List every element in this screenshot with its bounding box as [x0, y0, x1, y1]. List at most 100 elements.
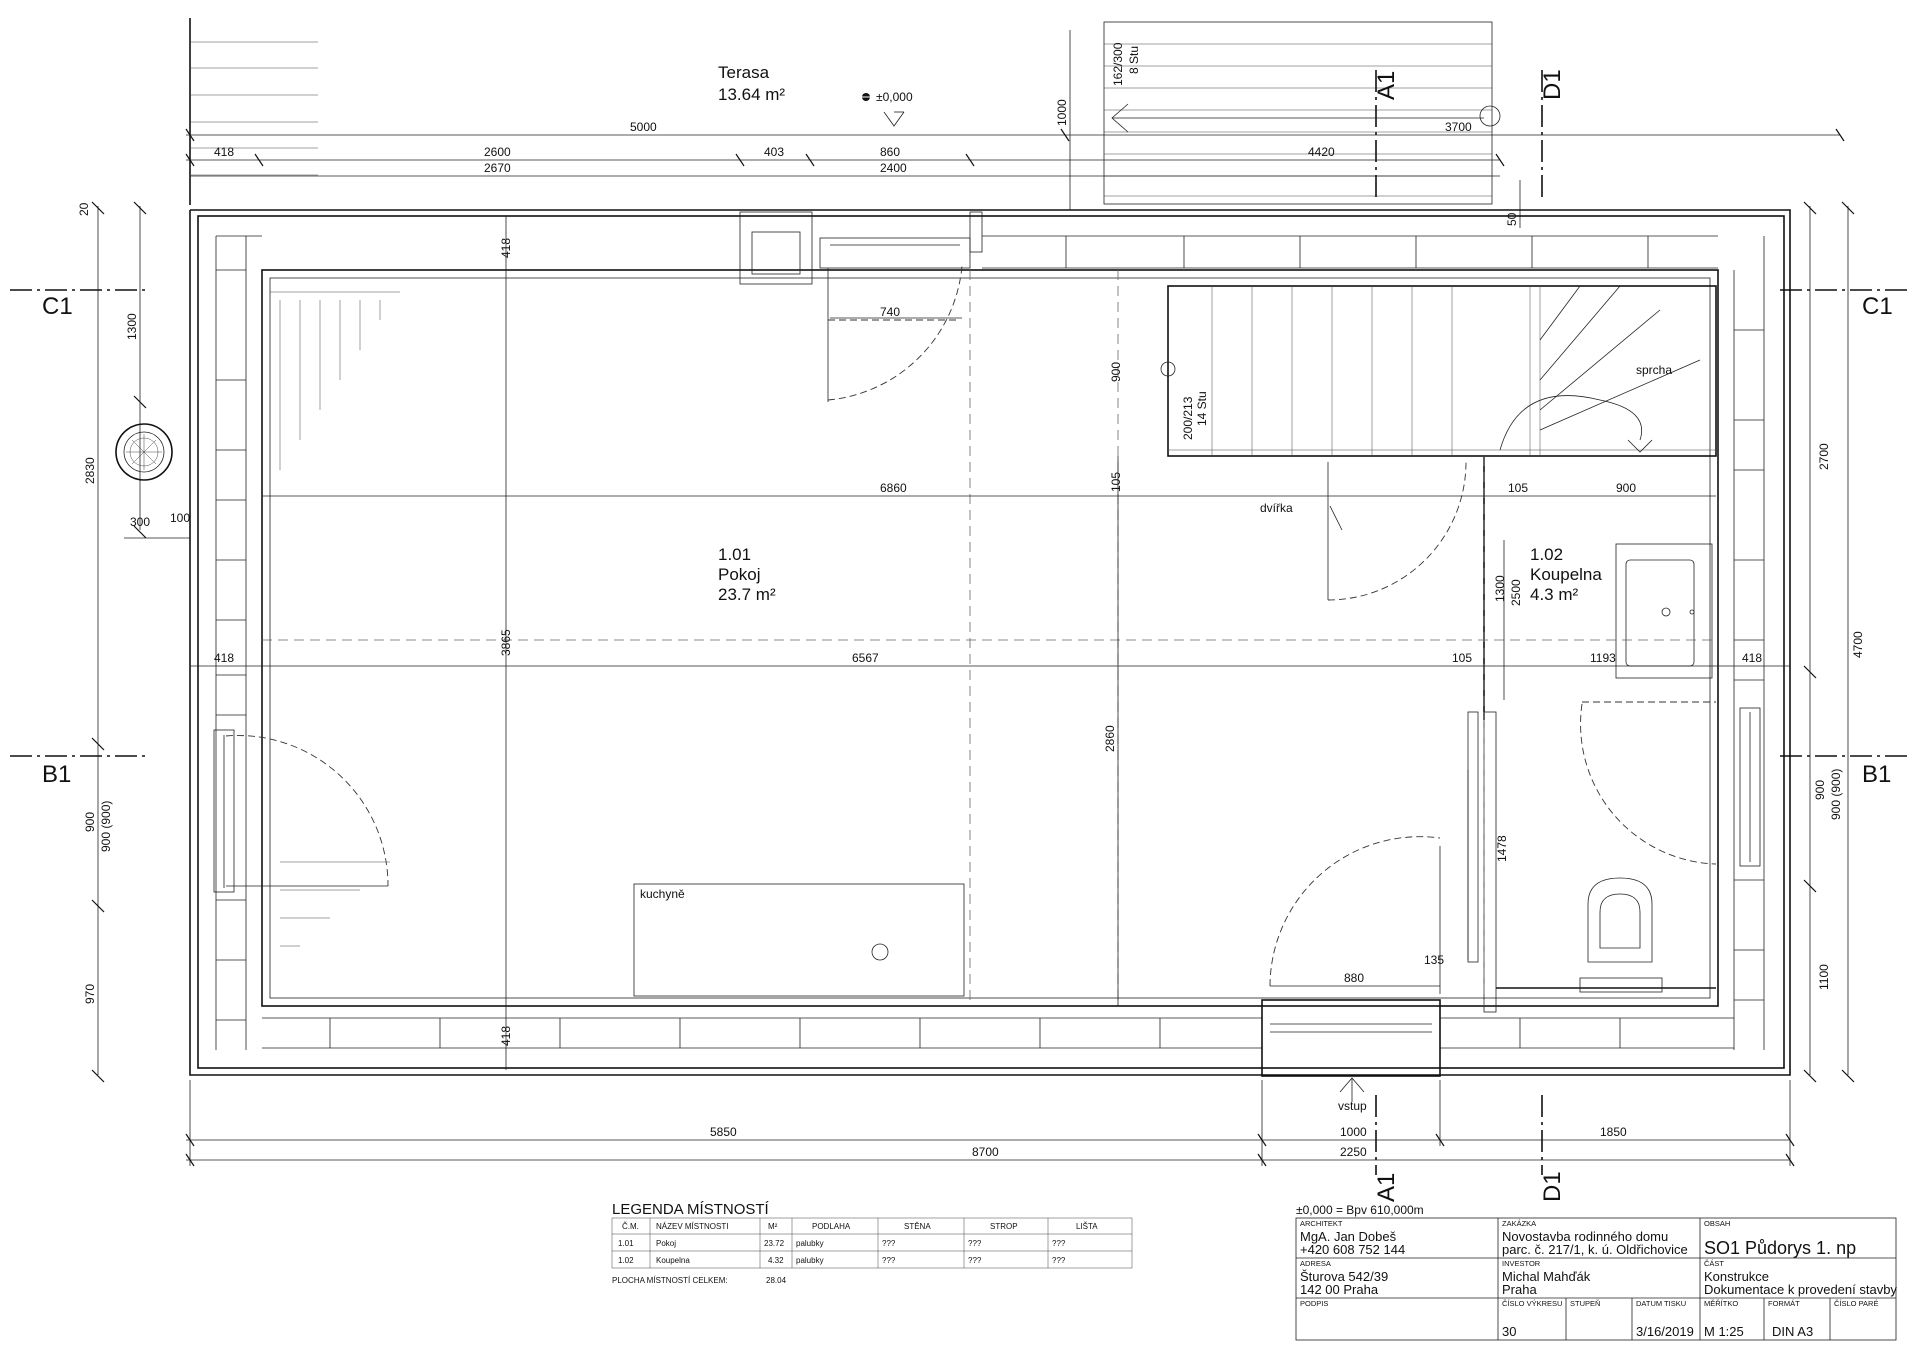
dim-6567: 6567: [852, 651, 879, 665]
legend-total-value: 28.04: [766, 1276, 787, 1285]
bottom-dimensions: 5850 1000 1850 8700 2250 vstup: [185, 1077, 1795, 1167]
legend-h-no: Č.M.: [622, 1222, 639, 1231]
tb-architect-name: MgA. Jan Dobeš: [1300, 1229, 1397, 1244]
dim-105-c: 105: [1452, 651, 1472, 665]
legend-h-name: NÁZEV MÍSTNOSTI: [656, 1222, 728, 1231]
tb-drawing-no-head: ČÍSLO VÝKRESU: [1502, 1299, 1562, 1308]
kitchen-label: kuchyně: [640, 887, 685, 901]
dim-135: 135: [1424, 953, 1444, 967]
tb-architect-head: ARCHITEKT: [1300, 1219, 1343, 1228]
legend-r2-no: 1.02: [618, 1256, 634, 1265]
legend-r1-no: 1.01: [618, 1239, 634, 1248]
right-dimensions: 2700 4700 900 900 (900) 1100: [1803, 201, 1865, 1083]
tb-investor-city: Praha: [1502, 1282, 1537, 1297]
entry-arrow-icon: [1339, 1077, 1365, 1102]
legend-h-ceiling: STROP: [990, 1222, 1018, 1231]
dim-50-top: 50: [1505, 212, 1519, 226]
interior-dimensions: 418 740 900 6860 105 105 900 418 6567 10…: [214, 238, 1762, 1046]
dim-105-a: 105: [1109, 472, 1123, 492]
legend-title: LEGENDA MÍSTNOSTÍ: [612, 1201, 770, 1218]
datum-note: ±0,000 = Bpv 610,000m: [1296, 1203, 1424, 1217]
axis-c1-left: C1: [42, 293, 73, 320]
legend-r1-ceiling: ???: [968, 1239, 982, 1248]
dim-1000-bottom: 1000: [1340, 1125, 1367, 1139]
legend-h-wall: STĚNA: [904, 1222, 931, 1231]
dim-2860: 2860: [1103, 725, 1117, 752]
stair-main-ratio: 200/213: [1181, 396, 1195, 440]
legend-r1-m2: 23.72: [764, 1239, 785, 1248]
tb-signature-head: PODPIS: [1300, 1299, 1328, 1308]
legend-r2-ceiling: ???: [968, 1256, 982, 1265]
section-axes: A1 A1 D1 D1 C1 C1 B1 B1: [10, 69, 1910, 1202]
tb-print-date-head: DATUM TISKU: [1636, 1299, 1686, 1308]
dim-900-right: 900: [1813, 780, 1827, 800]
stair-upper-ratio: 162/300: [1111, 42, 1125, 86]
room-1-02-area: 4.3 m²: [1530, 585, 1579, 604]
room-1-01-area: 23.7 m²: [718, 585, 776, 604]
room-1-02-tag: 1.02 Koupelna 4.3 m²: [1530, 545, 1602, 604]
axis-c1-right: C1: [1862, 293, 1893, 320]
dim-970-left: 970: [83, 984, 97, 1004]
dim-740: 740: [880, 305, 900, 319]
legend-r1-wall: ???: [882, 1239, 896, 1248]
tb-part-line1: Konstrukce: [1704, 1269, 1769, 1284]
tb-part-line2: Dokumentace k provedení stavby: [1704, 1282, 1897, 1297]
level-mark-icon: [862, 93, 905, 127]
dim-1193: 1193: [1590, 651, 1616, 665]
tb-drawing-no: 30: [1502, 1324, 1516, 1339]
dim-6860: 6860: [880, 481, 907, 495]
axis-d1-top: D1: [1539, 69, 1566, 100]
dim-2830-left: 2830: [83, 457, 97, 484]
tb-degree-head: STUPEŇ: [1570, 1299, 1600, 1308]
tb-investor-head: INVESTOR: [1502, 1259, 1541, 1268]
dim-900-bath: 900: [1616, 481, 1636, 495]
dim-2700-right: 2700: [1817, 443, 1831, 470]
axis-a1-bottom: A1: [1373, 1173, 1400, 1202]
dim-900-stair: 900: [1109, 362, 1123, 382]
dim-300-left: 300: [130, 515, 150, 529]
room-1-02-name: Koupelna: [1530, 565, 1602, 584]
title-block: ±0,000 = Bpv 610,000m ARCHITEKT MgA. Jan…: [1295, 1203, 1897, 1341]
sink-icon: [1615, 543, 1713, 679]
legend-total-label: PLOCHA MÍSTNOSTÍ CELKEM:: [612, 1276, 728, 1285]
axis-b1-left: B1: [42, 761, 71, 788]
room-1-01-name: Pokoj: [718, 565, 761, 584]
dim-403: 403: [764, 145, 784, 159]
dim-418-left: 418: [214, 651, 234, 665]
legend-r2-name: Koupelna: [656, 1256, 690, 1265]
axis-b1-right: B1: [1862, 761, 1891, 788]
level-mark: ±0,000: [876, 90, 913, 104]
axis-a1-top: A1: [1373, 71, 1400, 100]
tb-address-city: 142 00 Praha: [1300, 1282, 1379, 1297]
legend-r1-trim: ???: [1052, 1239, 1066, 1248]
left-dimensions: 1300 2830 300 100 900 900 (900) 970: [83, 201, 190, 1083]
dim-1100-right: 1100: [1817, 964, 1831, 990]
toilet-icon: [1579, 877, 1663, 993]
legend-h-floor: PODLAHA: [812, 1222, 851, 1231]
room-1-01-id: 1.01: [718, 545, 751, 564]
terrace: Terasa 13.64 m² ±0,000: [189, 18, 913, 205]
chimney-icon: [115, 423, 173, 481]
dim-2500-bath: 2500: [1509, 579, 1523, 606]
dim-2600: 2600: [484, 145, 511, 159]
tb-format-head: FORMÁT: [1768, 1299, 1800, 1308]
dim-880: 880: [1344, 971, 1364, 985]
hatch-label: dvířka: [1260, 501, 1293, 515]
tb-order-line1: Novostavba rodinného domu: [1502, 1229, 1668, 1244]
tb-architect-phone: +420 608 752 144: [1300, 1242, 1405, 1257]
shower-label: sprcha: [1636, 363, 1672, 377]
outdoor-stair: 162/300 8 Stu: [1103, 21, 1501, 205]
dim-1300-bath: 1300: [1493, 575, 1507, 602]
dim-418-wall-top: 418: [499, 238, 513, 258]
building-walls: [189, 209, 1791, 1077]
dim-4700-right: 4700: [1851, 631, 1865, 658]
legend-r1-name: Pokoj: [656, 1239, 676, 1248]
room-1-01-tag: 1.01 Pokoj 23.7 m²: [718, 545, 776, 604]
terrace-area: 13.64 m²: [718, 85, 785, 104]
dim-2400: 2400: [880, 161, 907, 175]
dim-418-top: 418: [214, 145, 234, 159]
dim-1300-left: 1300: [125, 313, 139, 340]
dim-2250: 2250: [1340, 1145, 1367, 1159]
legend-h-m2: M²: [768, 1222, 778, 1231]
legend-h-trim: LIŠTA: [1076, 1222, 1098, 1231]
